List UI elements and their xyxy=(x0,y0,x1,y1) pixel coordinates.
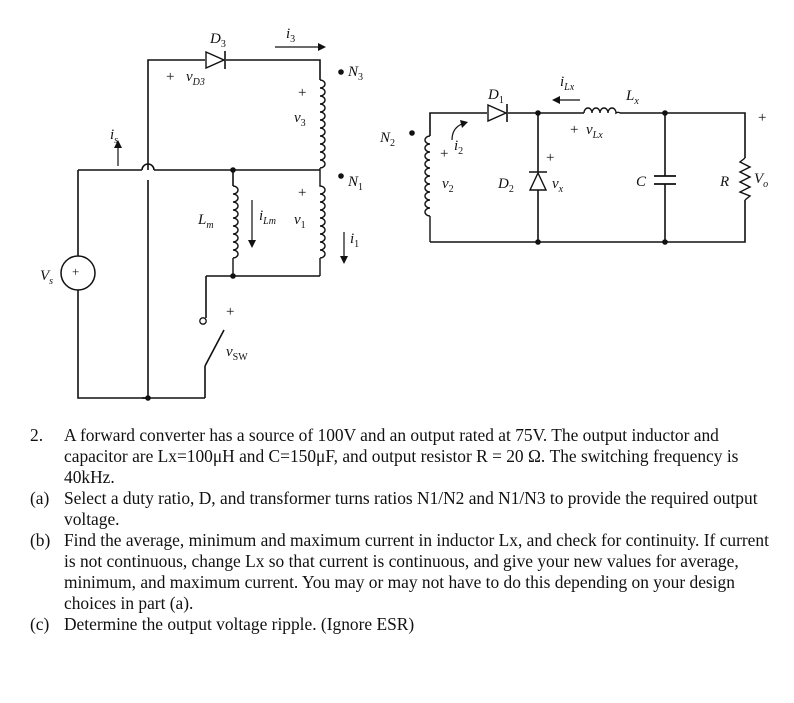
label-n2: N2 xyxy=(379,130,395,149)
inductor-lx xyxy=(583,107,621,115)
winding-n1 xyxy=(319,172,326,276)
label-d2: D2 xyxy=(497,176,514,195)
label-v1: v1 xyxy=(294,212,306,231)
i2-arrow xyxy=(451,120,468,141)
primary-mid-wires xyxy=(78,163,320,186)
node-lm-bottom xyxy=(230,273,236,279)
label-v3-plus: + xyxy=(298,85,306,101)
n1-dot xyxy=(338,173,344,179)
problem-statement: A forward converter has a source of 100V… xyxy=(64,425,739,487)
label-v3: v3 xyxy=(294,110,306,129)
resistor-r xyxy=(738,157,752,201)
label-vo: Vo xyxy=(754,171,768,190)
problem-part-c: (c) Determine the output voltage ripple.… xyxy=(30,614,775,635)
n3-dot xyxy=(338,69,344,75)
label-vlx: vLx xyxy=(586,122,603,141)
part-text: Determine the output voltage ripple. (Ig… xyxy=(64,614,415,634)
secondary-wires xyxy=(429,112,746,243)
label-v1-plus: + xyxy=(298,185,306,201)
label-vs-plus: + xyxy=(72,264,79,279)
label-lm: Lm xyxy=(197,212,214,231)
is-arrow xyxy=(114,140,122,166)
label-vlx-plus: + xyxy=(570,122,578,138)
label-vs: Vs xyxy=(40,268,53,287)
node-vx xyxy=(535,110,541,116)
label-n1: N1 xyxy=(347,174,363,193)
label-d1: D1 xyxy=(487,87,504,106)
problem-intro: 2. A forward converter has a source of 1… xyxy=(30,425,775,488)
label-vsw-plus: + xyxy=(226,304,234,320)
label-v2-plus: + xyxy=(440,146,448,162)
source-vs xyxy=(60,170,205,399)
label-i1: i1 xyxy=(350,231,359,250)
part-label: (c) xyxy=(30,614,50,634)
forward-converter-circuit: D3 i3 + vD3 N3 + v3 is N1 + Lm iLm v1 i1… xyxy=(40,26,768,401)
label-ilm: iLm xyxy=(259,208,276,227)
winding-n2 xyxy=(424,135,431,242)
label-vo-plus: + xyxy=(758,110,766,126)
problem-text: 2. A forward converter has a source of 1… xyxy=(30,425,775,635)
ilm-arrow xyxy=(248,200,256,248)
label-vsw: vSW xyxy=(226,344,248,363)
switch-sw xyxy=(199,317,225,398)
label-vx: vx xyxy=(552,176,564,195)
winding-n3 xyxy=(319,79,326,172)
label-lx: Lx xyxy=(625,88,639,107)
label-c: C xyxy=(636,174,647,190)
part-text: Select a duty ratio, D, and transformer … xyxy=(64,488,758,529)
problem-number: 2. xyxy=(30,425,44,445)
label-i3: i3 xyxy=(286,26,295,45)
circuit-labels: D3 i3 + vD3 N3 + v3 is N1 + Lm iLm v1 i1… xyxy=(40,26,768,363)
i3-arrow xyxy=(275,43,326,51)
node-lm-top xyxy=(230,167,236,173)
primary-lower-wires xyxy=(205,275,320,318)
ilx-arrow xyxy=(552,96,580,104)
node-d2-bottom xyxy=(535,239,541,245)
label-vd3: vD3 xyxy=(186,69,205,88)
label-vd3-plus: + xyxy=(166,69,174,85)
label-v2: v2 xyxy=(442,176,454,195)
label-is: is xyxy=(110,127,118,146)
inductor-lm xyxy=(232,185,239,276)
label-vx-plus: + xyxy=(546,150,554,166)
label-d3: D3 xyxy=(209,31,226,50)
diode-d3 xyxy=(205,50,226,70)
problem-part-a: (a) Select a duty ratio, D, and transfor… xyxy=(30,488,775,530)
node-out-bottom xyxy=(662,239,668,245)
n2-dot xyxy=(409,130,415,136)
label-i2: i2 xyxy=(454,138,463,157)
part-text: Find the average, minimum and maximum cu… xyxy=(64,530,769,613)
label-n3: N3 xyxy=(347,64,363,83)
node-out-top xyxy=(662,110,668,116)
part-label: (b) xyxy=(30,530,51,550)
diode-d2 xyxy=(528,171,548,191)
d3-branch-wires xyxy=(147,59,321,170)
capacitor-c xyxy=(654,175,676,185)
node-bottom xyxy=(145,395,151,401)
label-r: R xyxy=(719,174,729,190)
i1-arrow xyxy=(340,232,348,264)
diode-d1 xyxy=(487,103,508,123)
problem-part-b: (b) Find the average, minimum and maximu… xyxy=(30,530,775,614)
label-ilx: iLx xyxy=(560,74,575,93)
part-label: (a) xyxy=(30,488,50,508)
